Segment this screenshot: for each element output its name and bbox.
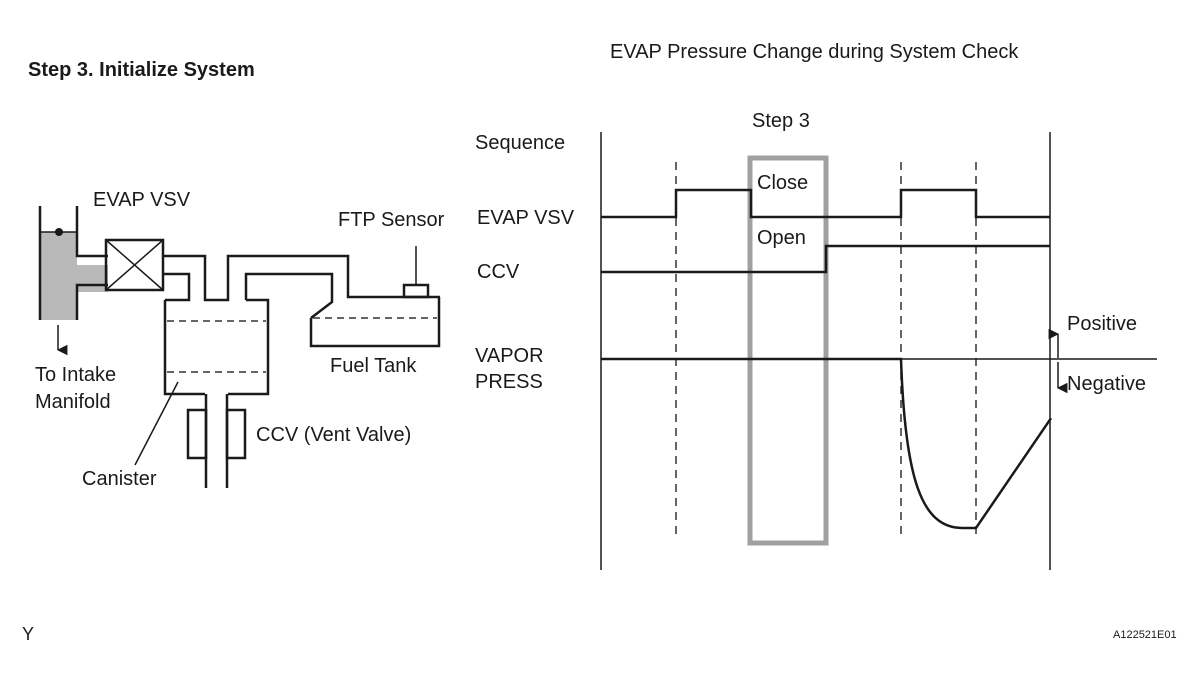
- chart-grid: [600, 132, 1157, 570]
- label-negative: Negative: [1067, 373, 1146, 395]
- label-evap-vsv: EVAP VSV: [93, 189, 191, 211]
- fuel-tank: [309, 297, 441, 348]
- trace-evap-vsv: [601, 188, 1050, 219]
- ccv-right-coil: [225, 408, 247, 460]
- ftp-sensor: [402, 283, 430, 299]
- chart-traces: [601, 188, 1053, 530]
- row-label-evap-vsv: EVAP VSV: [477, 207, 575, 229]
- page-title: Step 3. Initialize System: [28, 59, 255, 81]
- vsv-to-canister-pipe-top: [163, 254, 440, 302]
- evap-schematic: EVAP VSV FTP Sensor To Intake Manifold F…: [35, 189, 445, 490]
- label-ccv: CCV (Vent Valve): [256, 424, 411, 446]
- row-label-press: PRESS: [475, 371, 543, 393]
- canister-leader: [134, 381, 179, 466]
- row-label-sequence: Sequence: [475, 132, 565, 154]
- label-manifold: Manifold: [35, 391, 111, 413]
- intake-manifold-fill: [40, 232, 108, 320]
- label-fuel-tank: Fuel Tank: [330, 355, 417, 377]
- ccv-left-coil: [186, 408, 208, 460]
- label-canister: Canister: [82, 468, 157, 490]
- row-label-ccv: CCV: [477, 261, 520, 283]
- step3-highlight-box: [747, 155, 829, 546]
- vsv-to-canister-pipe-bottom: [163, 272, 191, 302]
- footer-mark: Y: [22, 624, 34, 644]
- intake-right-wall: [75, 206, 108, 258]
- trace-vapor-press: [601, 357, 1053, 530]
- canister-body: [163, 298, 270, 396]
- state-label-close: Close: [757, 172, 808, 194]
- evap-vsv-valve: [104, 238, 165, 292]
- timing-chart: Step 3 Sequence EVAP VSV CCV VAPOR PRESS…: [475, 110, 1157, 570]
- tank-inlet-pipe: [244, 272, 334, 319]
- label-to-intake: To Intake: [35, 364, 116, 386]
- label-positive: Positive: [1067, 313, 1137, 335]
- intake-port-dot: [55, 228, 63, 236]
- vsv-cross-b: [105, 239, 164, 291]
- trace-ccv: [601, 244, 1050, 274]
- row-label-vapor: VAPOR: [475, 345, 544, 367]
- chart-title: EVAP Pressure Change during System Check: [610, 41, 1019, 63]
- figure-id: A122521E01: [1113, 629, 1177, 641]
- label-ftp-sensor: FTP Sensor: [338, 209, 445, 231]
- intake-lower-wall: [75, 283, 108, 320]
- step3-label: Step 3: [752, 110, 810, 132]
- state-label-open: Open: [757, 227, 806, 249]
